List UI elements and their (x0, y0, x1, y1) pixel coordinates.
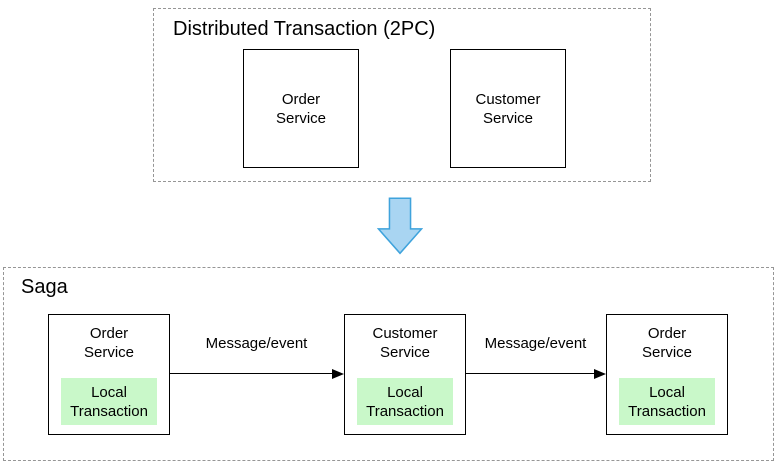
node-label-order-service: Order Service (83, 325, 135, 361)
arrow-head-icon (594, 368, 606, 379)
saga-node-customer-service: Customer Service Local Transaction (344, 314, 466, 435)
arrow-line (169, 373, 334, 374)
group-distributed-transaction-2pc: Distributed Transaction (2PC) Order Serv… (153, 8, 651, 182)
local-transaction-label: Local Transaction (70, 383, 148, 420)
arrow-line (465, 373, 596, 374)
group-title-2pc: Distributed Transaction (2PC) (173, 18, 436, 40)
local-transaction-label: Local Transaction (366, 383, 444, 420)
arrow-head-icon (332, 368, 344, 379)
node-label-customer-service: Customer Service (475, 90, 541, 127)
local-transaction-box: Local Transaction (357, 378, 453, 425)
node-label-customer-service: Customer Service (372, 325, 438, 361)
local-transaction-box: Local Transaction (61, 378, 157, 425)
saga-node-order-service-1: Order Service Local Transaction (48, 314, 170, 435)
message-arrow-1 (169, 368, 344, 380)
local-transaction-label: Local Transaction (628, 383, 706, 420)
node-order-service-2pc: Order Service (243, 49, 359, 168)
local-transaction-box: Local Transaction (619, 378, 715, 425)
message-event-label-1: Message/event (205, 335, 308, 352)
saga-node-order-service-2: Order Service Local Transaction (606, 314, 728, 435)
down-arrow-icon (377, 197, 423, 255)
group-title-saga: Saga (21, 276, 68, 298)
group-saga: Saga Order Service Local Transaction Mes… (3, 267, 774, 461)
message-arrow-2 (465, 368, 606, 380)
node-label-order-service: Order Service (275, 90, 327, 127)
node-label-order-service: Order Service (641, 325, 693, 361)
node-customer-service-2pc: Customer Service (450, 49, 566, 168)
message-event-label-2: Message/event (484, 335, 587, 352)
